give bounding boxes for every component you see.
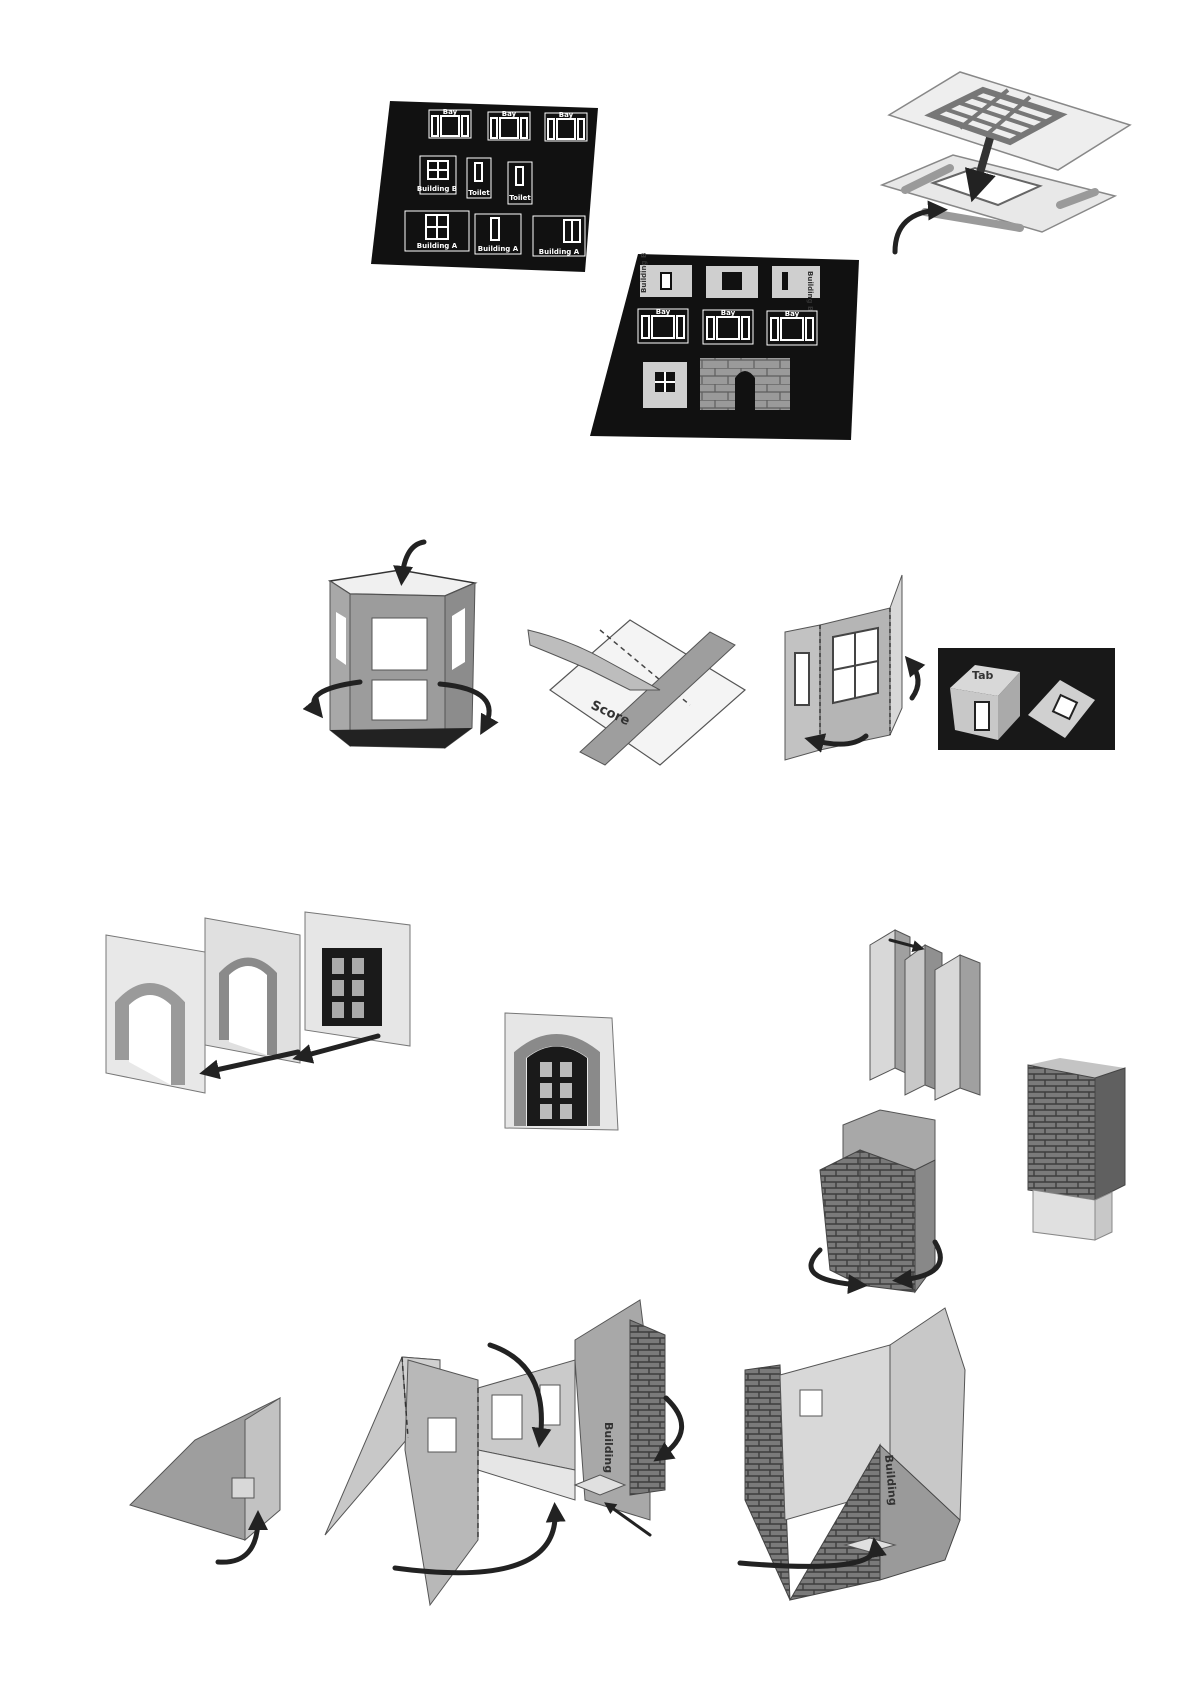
folding-bay-walls [785, 575, 918, 760]
sheet-two-label-bay-1: Bay [656, 308, 671, 316]
straight-arrow-icon [207, 1052, 298, 1072]
chimney-wrap-assembly [811, 1110, 940, 1292]
door-assembled [505, 1013, 618, 1130]
brick-chimney-breast [630, 1320, 665, 1495]
floor-tab-detail [130, 1398, 280, 1562]
bay-window-centre-opening [372, 618, 427, 670]
door-layer-outer-frame [106, 935, 205, 1093]
bay-window-photo: Tab [938, 648, 1115, 750]
building-shell-unfolded: Building [325, 1300, 682, 1605]
sheet-two-label-building-b-2: Building B [806, 271, 814, 311]
stone-archway-opening [735, 371, 755, 410]
chimney-brick-wrap-left [820, 1150, 860, 1285]
chimney-finished [1028, 1058, 1125, 1240]
sheet-two-label-bay-2: Bay [721, 309, 736, 317]
chimney-layers [870, 930, 980, 1100]
wall-window-side [428, 1418, 456, 1452]
sheet-one-label-bay-1: Bay [443, 108, 458, 116]
building-wall-label-1: Building [602, 1422, 615, 1473]
sheet-two-card-parts: Building B Building B Bay Bay [590, 253, 859, 440]
sheet-one-label-bay-2: Bay [502, 110, 517, 118]
door-layer-back-with-door [305, 912, 410, 1046]
door-layer-inner-frame [205, 918, 300, 1063]
fold-panel-right [890, 575, 902, 735]
chimney-brick-wrap-centre [860, 1150, 915, 1292]
sheet-one-label-building-a-3: Building A [539, 248, 580, 256]
sheet-one-windows: Bay Bay Bay Building B Toilet [371, 101, 598, 272]
bay-photo-tab-label: Tab [972, 669, 994, 682]
door-layers-exploded [106, 912, 410, 1093]
wall-panel-centre-window [722, 272, 742, 290]
building-shell-folded: Building [740, 1308, 965, 1600]
sheet-one-label-building-a-1: Building A [417, 242, 458, 250]
sheet-one-label-toilet-1: Toilet [468, 189, 490, 197]
scoring-diagram: Score [528, 620, 745, 765]
sheet-one-label-toilet-2: Toilet [509, 194, 531, 202]
bay-window-assembled [314, 542, 489, 748]
sheet-two-label-building-b-1: Building B [640, 253, 648, 293]
bay-base [330, 728, 472, 748]
sheet-one-label-building-a-2: Building A [478, 245, 519, 253]
sheet-one-label-building-b: Building B [417, 185, 457, 193]
sheet-two-label-bay-3: Bay [785, 310, 800, 318]
sheet-one-label-bay-3: Bay [559, 111, 574, 119]
straight-arrow-icon [300, 1036, 378, 1057]
curved-arrow-icon [910, 662, 918, 698]
glazing-diagram [882, 72, 1130, 252]
